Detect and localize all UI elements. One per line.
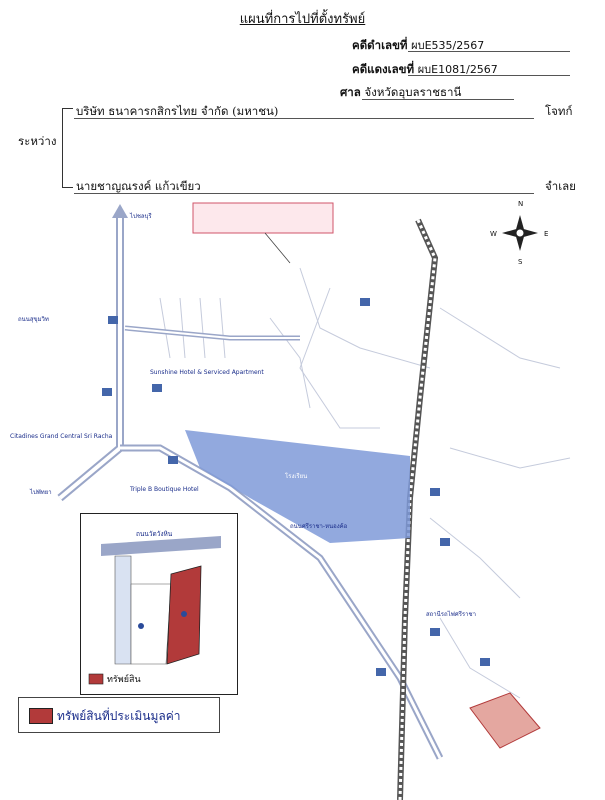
compass-icon [502, 215, 538, 251]
inset-legend-swatch [88, 673, 104, 685]
reservoir-lake [185, 430, 410, 543]
defendant-role: จำเลย [545, 179, 576, 193]
minor-roads [159, 267, 571, 699]
inset-lot-left [114, 555, 132, 665]
inset-pin-icon [138, 623, 144, 629]
compass-n: N [518, 200, 523, 208]
legend-label: ทรัพย์สินที่ประเมินมูลค่า [57, 709, 181, 723]
case-red-underline [408, 75, 570, 76]
inset-property-pin-icon [181, 611, 187, 617]
inset-map-drawing: ถนนวัดวังหิน ทรัพย์สิน [88, 526, 225, 686]
callout-pointer [264, 232, 291, 264]
arrow-north-icon [112, 204, 128, 218]
court-value: จังหวัดอุบลราชธานี [364, 85, 462, 99]
compass-e: E [544, 230, 548, 238]
inset-road [101, 536, 221, 556]
court-label: ศาล [340, 85, 361, 99]
map-legend: ทรัพย์สินที่ประเมินมูลค่า [18, 697, 220, 733]
plaintiff-underline [74, 118, 534, 119]
between-label: ระหว่าง [18, 134, 57, 148]
label-citadines: Citadines Grand Central Sri Racha [10, 433, 113, 440]
case-red-label: คดีแดงเลขที่ [352, 62, 415, 76]
sukhumvit-road-inner [58, 218, 122, 500]
compass-s: S [518, 258, 523, 266]
label-sukhumvit: ถนนสุขุมวิท [18, 316, 49, 323]
property-marker-area [469, 692, 541, 749]
label-sunshine: Sunshine Hotel & Serviced Apartment [150, 369, 264, 376]
plaintiff-role: โจทก์ [545, 104, 573, 118]
party-bracket [62, 108, 73, 188]
case-black-row: คดีดำเลขที่ ผบE535/2567 [352, 36, 484, 55]
court-underline [362, 99, 514, 100]
label-to-chonburi: ไปชลบุรี [129, 212, 152, 220]
railway-line [397, 218, 439, 800]
wat-wanghin-road-inner [124, 327, 300, 339]
defendant-underline [74, 193, 534, 194]
label-route: ถนนศรีราชา-หนองค้อ [290, 522, 348, 530]
page-title: แผนที่การไปที่ตั้งทรัพย์ [239, 12, 366, 27]
sriracha-nongkho-road-inner [120, 446, 442, 759]
label-railway-station: สถานีรถไฟศรีราชา [426, 610, 476, 618]
court-row: ศาล จังหวัดอุบลราชธานี [340, 84, 461, 102]
inset-road-label: ถนนวัดวังหิน [136, 530, 173, 538]
label-triple-b: Triple B Boutique Hotel [129, 486, 199, 493]
case-black-label: คดีดำเลขที่ [352, 38, 408, 52]
inset-legend-label: ทรัพย์สิน [107, 673, 141, 685]
case-black-value: ผบE535/2567 [411, 39, 485, 52]
property-callout-box [192, 202, 334, 234]
case-red-row: คดีแดงเลขที่ ผบE1081/2567 [352, 60, 498, 79]
inset-map: ถนนวัดวังหิน ทรัพย์สิน [80, 513, 238, 695]
case-red-value: ผบE1081/2567 [417, 63, 498, 76]
building-icons [102, 298, 490, 676]
defendant-name: นายชาญณรงค์ แก้วเขียว [76, 179, 201, 193]
legend-swatch [29, 708, 53, 724]
label-to-pattaya: ไปพัทยา [29, 488, 52, 496]
plaintiff-name: บริษัท ธนาคารกสิกรไทย จำกัด (มหาชน) [76, 104, 279, 118]
label-lake: โรงเรียน [285, 472, 307, 480]
compass-w: W [490, 230, 497, 238]
location-map: N S E W ถนนสุขุมวิท ไปชลบุรี ไปพัทยา ถนน… [10, 200, 571, 800]
inset-lot-mid [130, 583, 172, 665]
case-black-underline [408, 51, 570, 52]
